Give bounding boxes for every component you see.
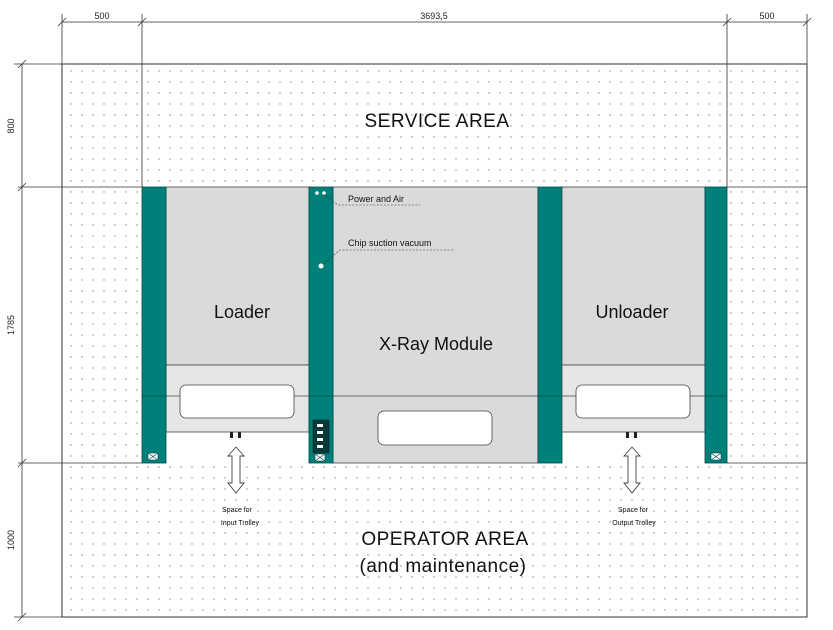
xray-label: X-Ray Module — [379, 334, 493, 354]
loader-module — [165, 186, 310, 438]
operator-area-label: OPERATOR AREA — [361, 529, 528, 550]
dim-operator-depth: 1000 — [6, 530, 16, 550]
loader-trolley-dock-left — [230, 432, 233, 438]
dim-center-width: 3693,5 — [420, 11, 448, 21]
dim-right-margin: 500 — [759, 11, 774, 21]
service-area-label: SERVICE AREA — [364, 111, 509, 132]
power-air-label: Power and Air — [348, 194, 404, 204]
input-trolley-label-2: Input Trolley — [221, 520, 260, 527]
unloader-right-pillar — [704, 186, 728, 464]
power-air-leader — [323, 194, 420, 206]
output-trolley-arrow — [622, 446, 642, 494]
input-trolley-arrow — [226, 446, 246, 494]
xray-left-pillar — [308, 186, 334, 464]
dim-machine-depth: 1785 — [6, 315, 16, 335]
input-trolley-label-1: Space for — [222, 507, 253, 514]
operator-area-sublabel: (and maintenance) — [360, 556, 527, 577]
vacuum-leader — [322, 249, 455, 265]
loader-door-window — [179, 384, 295, 419]
loader-trolley-dock-right — [238, 432, 241, 438]
output-trolley-label-2: Output Trolley — [612, 520, 656, 527]
control-panel — [312, 419, 330, 454]
unloader-module — [561, 186, 706, 438]
unloader-door-window — [575, 384, 691, 419]
power-air-connector-2 — [322, 191, 326, 195]
xray-module — [332, 186, 539, 464]
vacuum-connector — [318, 263, 324, 269]
unloader-trolley-dock-left — [626, 432, 629, 438]
unloader-label: Unloader — [595, 302, 668, 322]
dim-left-margin: 500 — [94, 11, 109, 21]
power-air-connector-1 — [315, 191, 319, 195]
top-dimension — [57, 14, 812, 187]
output-trolley-label-1: Space for — [618, 507, 649, 514]
loader-label: Loader — [214, 302, 270, 322]
xray-door-window — [377, 410, 493, 446]
xray-right-pillar — [537, 186, 563, 464]
unloader-trolley-dock-right — [634, 432, 637, 438]
dim-service-depth: 800 — [6, 118, 16, 133]
vacuum-label: Chip suction vacuum — [348, 238, 432, 248]
loader-left-pillar — [141, 186, 167, 464]
left-dimension — [14, 59, 62, 622]
